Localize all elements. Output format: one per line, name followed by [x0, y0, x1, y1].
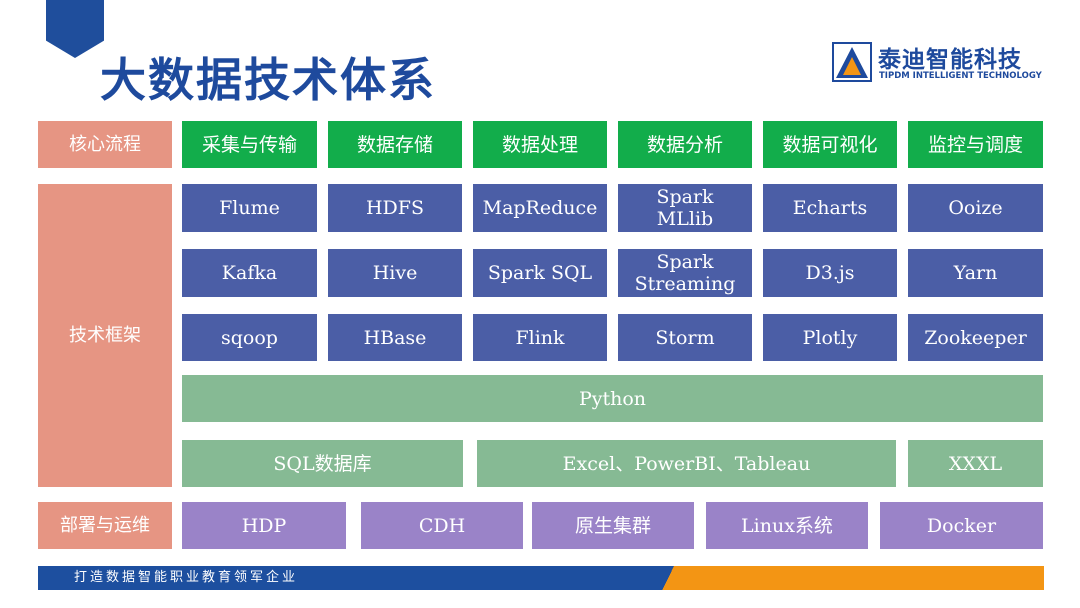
tool-flume: Flume [182, 184, 317, 232]
deploy-cdh: CDH [361, 502, 523, 549]
tipdm-logo-icon [832, 42, 872, 82]
tool-hive: Hive [328, 249, 462, 297]
deploy-hdp: HDP [182, 502, 346, 549]
row-label-deploy: 部署与运维 [38, 502, 172, 549]
corner-tab-decoration [46, 0, 104, 58]
process-analysis: 数据分析 [618, 121, 752, 168]
process-collect-transfer: 采集与传输 [182, 121, 317, 168]
footer-bar [38, 566, 1044, 590]
tool-sqoop: sqoop [182, 314, 317, 361]
tool-spark-streaming: Spark Streaming [618, 249, 752, 297]
tool-yarn: Yarn [908, 249, 1043, 297]
analysis-xxxl: XXXL [908, 440, 1043, 487]
row-label-process: 核心流程 [38, 121, 172, 168]
language-python: Python [182, 375, 1043, 422]
tool-echarts: Echarts [763, 184, 897, 232]
tool-kafka: Kafka [182, 249, 317, 297]
tool-mapreduce: MapReduce [473, 184, 607, 232]
deploy-docker: Docker [880, 502, 1043, 549]
brand: 泰迪智能科技 TIPDM INTELLIGENT TECHNOLOGY [832, 40, 1042, 86]
process-monitor-schedule: 监控与调度 [908, 121, 1043, 168]
process-storage: 数据存储 [328, 121, 462, 168]
brand-name-en: TIPDM INTELLIGENT TECHNOLOGY [879, 71, 1042, 81]
footer-slogan: 打造数据智能职业教育领军企业 [74, 570, 299, 585]
row-label-framework: 技术框架 [38, 184, 172, 487]
tool-storm: Storm [618, 314, 752, 361]
analysis-sql-database: SQL数据库 [182, 440, 463, 487]
tool-spark-sql: Spark SQL [473, 249, 607, 297]
tool-d3js: D3.js [763, 249, 897, 297]
process-visualization: 数据可视化 [763, 121, 897, 168]
analysis-bi-tools: Excel、PowerBI、Tableau [477, 440, 896, 487]
tool-flink: Flink [473, 314, 607, 361]
brand-name-cn: 泰迪智能科技 [878, 47, 1022, 73]
deploy-linux: Linux系统 [706, 502, 868, 549]
deploy-native-cluster: 原生集群 [532, 502, 694, 549]
process-processing: 数据处理 [473, 121, 607, 168]
tool-plotly: Plotly [763, 314, 897, 361]
tool-hbase: HBase [328, 314, 462, 361]
tool-ooize: Ooize [908, 184, 1043, 232]
page-title: 大数据技术体系 [100, 53, 436, 107]
tool-zookeeper: Zookeeper [908, 314, 1043, 361]
tool-spark-mllib: Spark MLlib [618, 184, 752, 232]
tool-hdfs: HDFS [328, 184, 462, 232]
